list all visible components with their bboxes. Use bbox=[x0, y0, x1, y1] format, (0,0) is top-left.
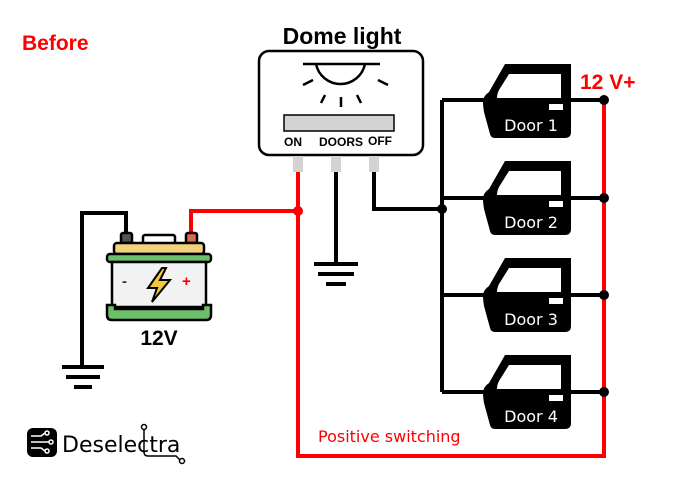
terminal-off bbox=[369, 156, 379, 172]
door-label: Door 3 bbox=[504, 310, 558, 329]
off-terminal-wire bbox=[372, 172, 442, 211]
door-4: Door 4 bbox=[483, 355, 571, 429]
title-before: Before bbox=[22, 32, 89, 55]
battery-icon bbox=[105, 231, 213, 322]
deselectra-logo: Deselectra bbox=[27, 423, 186, 465]
door-1: Door 1 bbox=[483, 64, 571, 138]
door-2: Door 2 bbox=[483, 161, 571, 235]
junction-positive bbox=[293, 206, 303, 216]
battery-minus-sign: - bbox=[122, 273, 127, 290]
dome-light-switch-slider bbox=[283, 114, 395, 132]
supply-voltage-label: 12 V+ bbox=[580, 71, 635, 94]
switching-type-label: Positive switching bbox=[318, 427, 461, 446]
terminal-on bbox=[293, 156, 303, 172]
light-bulb-icon bbox=[302, 62, 389, 107]
switch-label-off: OFF bbox=[368, 134, 392, 148]
switch-label-doors: DOORS bbox=[319, 135, 363, 149]
battery-ground-wire bbox=[80, 211, 128, 367]
positive-wire bbox=[189, 103, 606, 458]
dome-light-unit: ON DOORS OFF bbox=[257, 49, 425, 157]
dome-light-title: Dome light bbox=[283, 23, 402, 49]
logo-text: Deselectra bbox=[62, 433, 180, 458]
battery-plus-sign: + bbox=[182, 273, 191, 290]
door-label: Door 1 bbox=[504, 116, 558, 135]
ground-symbol-dome bbox=[314, 262, 358, 286]
ground-symbol-battery bbox=[62, 365, 104, 389]
door-3: Door 3 bbox=[483, 258, 571, 332]
junction-door-3 bbox=[599, 290, 609, 300]
junction-door-1 bbox=[599, 95, 609, 105]
junction-door-2 bbox=[599, 193, 609, 203]
switch-label-on: ON bbox=[284, 135, 302, 149]
battery-voltage-label: 12V bbox=[140, 327, 177, 350]
door-label: Door 2 bbox=[504, 213, 558, 232]
junction-door-4 bbox=[599, 387, 609, 397]
door-label: Door 4 bbox=[504, 407, 558, 426]
door-switch-bus bbox=[440, 98, 604, 394]
terminal-doors bbox=[331, 156, 341, 172]
